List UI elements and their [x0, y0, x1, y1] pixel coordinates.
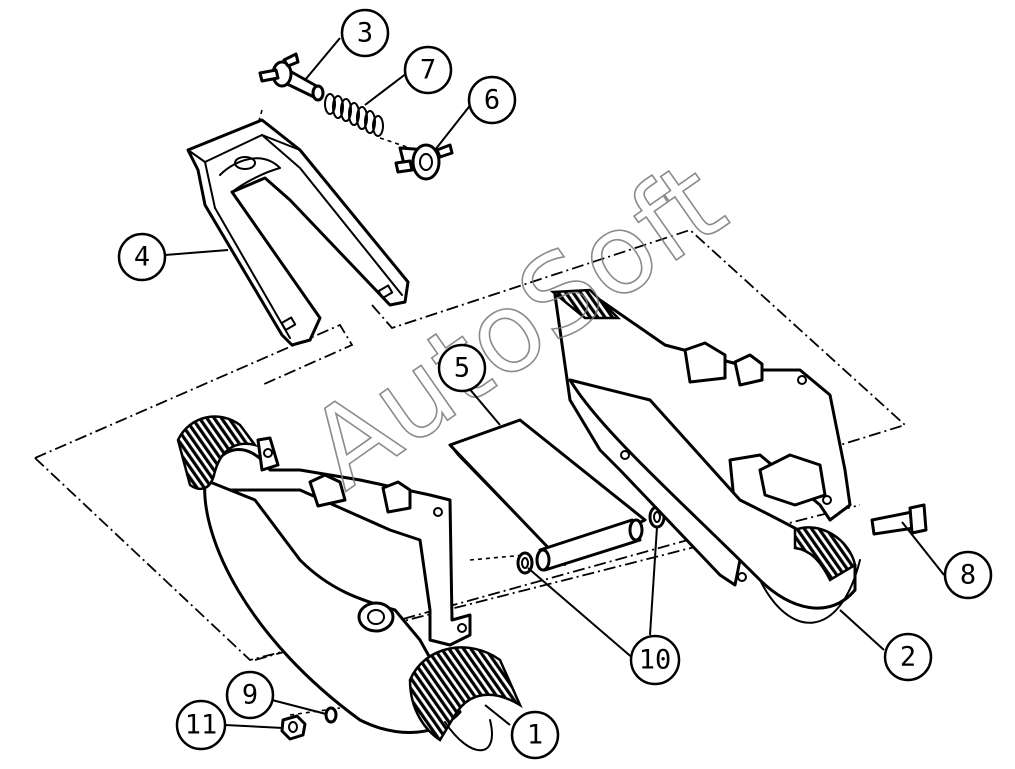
callout-5-label: 5	[454, 353, 470, 384]
callout-11: 11	[175, 699, 227, 751]
callout-10: 10	[629, 634, 681, 686]
callout-4: 4	[117, 232, 167, 282]
callout-6-label: 6	[484, 85, 500, 116]
callout-8-label: 8	[960, 560, 976, 591]
small-washer-part	[324, 706, 338, 724]
callout-7: 7	[403, 45, 453, 95]
callout-3-label: 3	[357, 18, 373, 49]
callout-5: 5	[437, 343, 487, 393]
bolt-part	[870, 503, 928, 536]
pin-part	[258, 52, 325, 102]
callout-10-label: 10	[639, 645, 672, 676]
callout-9-label: 9	[242, 680, 258, 711]
left-lever-body-part	[176, 415, 523, 752]
plate-part	[448, 418, 647, 572]
callout-3: 3	[340, 8, 390, 58]
callout-7-label: 7	[420, 55, 436, 86]
spring-part	[324, 93, 384, 137]
callout-11-label: 11	[185, 710, 218, 741]
callout-8: 8	[943, 550, 993, 600]
callout-9: 9	[225, 670, 275, 720]
right-lever-body-part	[549, 288, 861, 624]
nut-part	[280, 714, 307, 741]
callout-2: 2	[883, 632, 933, 682]
callout-4-label: 4	[134, 242, 150, 273]
callout-2-label: 2	[900, 642, 916, 673]
fork-bracket-part	[186, 118, 410, 347]
leader-lines	[164, 37, 945, 729]
callout-1-label: 1	[527, 720, 543, 751]
callout-1: 1	[510, 710, 560, 760]
callout-6: 6	[467, 75, 517, 125]
knob-part	[394, 143, 454, 181]
